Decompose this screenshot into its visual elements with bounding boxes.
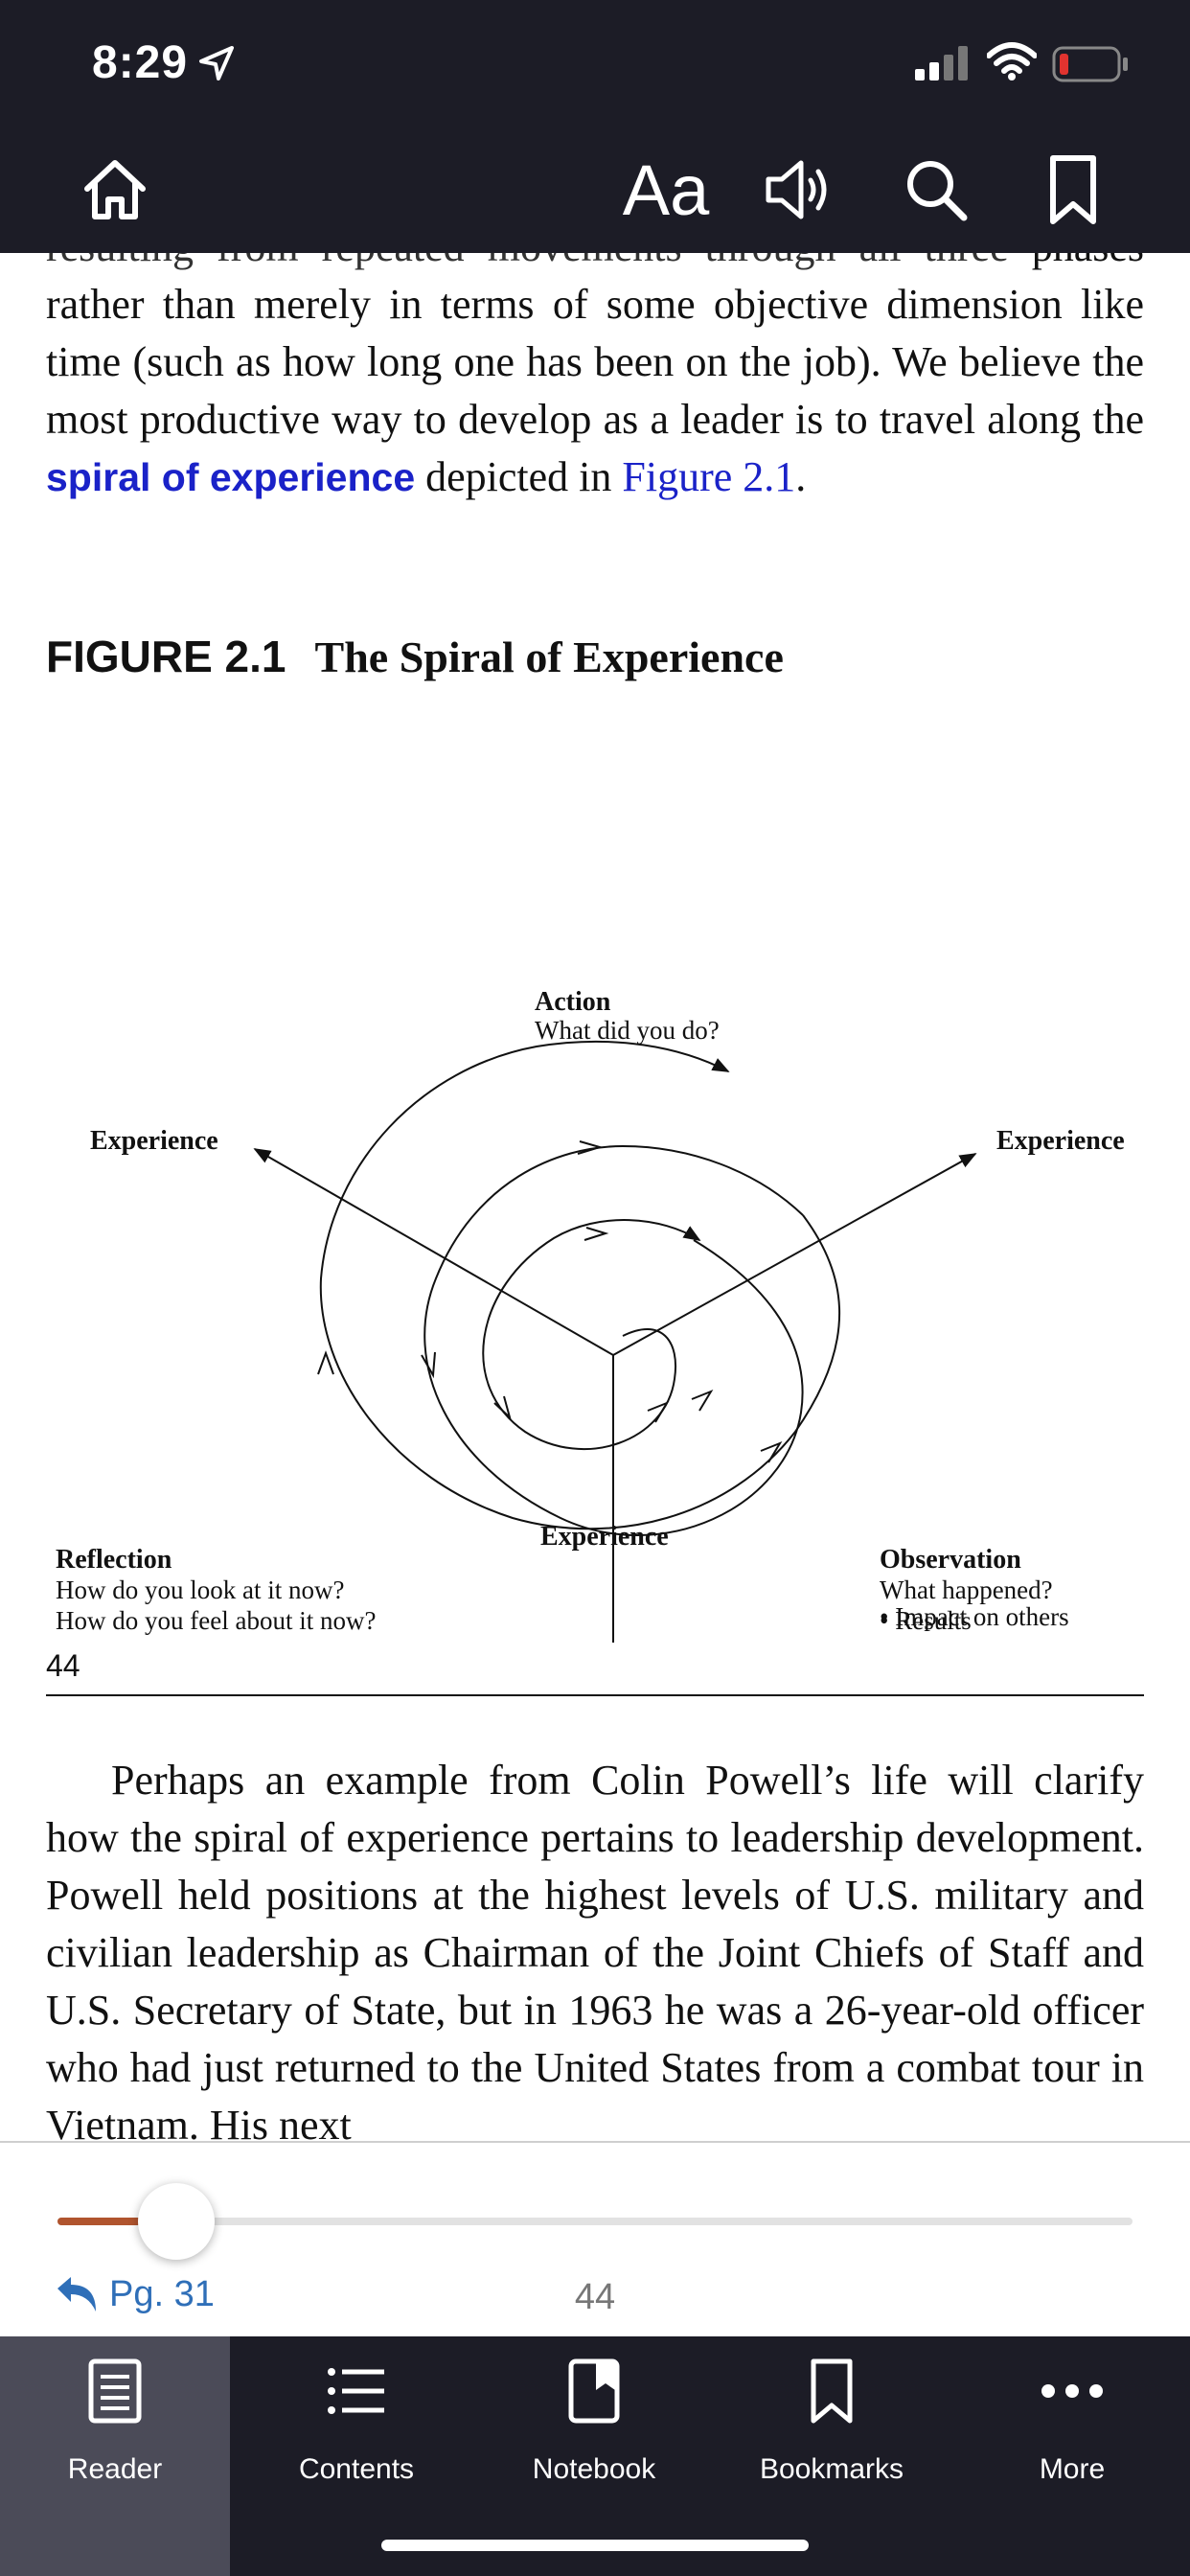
label-experience-left: Experience bbox=[90, 1126, 218, 1156]
search-button[interactable] bbox=[896, 151, 976, 228]
bookmark-icon bbox=[811, 2358, 853, 2424]
bookmark-icon bbox=[1050, 155, 1096, 224]
body-paragraph: Perhaps an example from Colin Powell’s l… bbox=[46, 1757, 1144, 2141]
ring-arrow bbox=[317, 1350, 334, 1375]
label-reflection: Reflection bbox=[56, 1545, 172, 1575]
page-divider bbox=[46, 1694, 1144, 1696]
page-navigation: Pg. 31 44 bbox=[0, 2141, 1190, 2338]
read-aloud-button[interactable] bbox=[759, 151, 839, 228]
tab-notebook[interactable]: Notebook bbox=[479, 2336, 709, 2576]
ring-arrow bbox=[577, 1140, 604, 1155]
spiral-diagram-footer: • Impact on others bbox=[880, 1604, 1069, 1631]
label-reflection-q1: How do you look at it now? bbox=[56, 1576, 344, 1604]
spiral-diagram: Action What did you do? Experience Exper… bbox=[56, 987, 1125, 1643]
spiral-outer bbox=[319, 1040, 841, 1530]
tab-more[interactable]: More bbox=[954, 2336, 1190, 2576]
axis-right bbox=[612, 1153, 977, 1356]
paragraph-text: phases rather than merely in terms of so… bbox=[46, 253, 1144, 443]
back-page-label: Pg. 31 bbox=[109, 2273, 215, 2314]
spiral-inner bbox=[482, 1219, 701, 1451]
home-indicator bbox=[381, 2540, 809, 2551]
current-page-indicator: 44 bbox=[574, 2277, 616, 2317]
key-term: spiral of experience bbox=[46, 455, 416, 499]
label-experience-bottom: Experience bbox=[540, 1522, 669, 1552]
wifi-icon bbox=[987, 42, 1037, 80]
status-time: 8:29 bbox=[92, 37, 189, 88]
ring-arrow bbox=[647, 1400, 670, 1423]
tab-reader[interactable]: Reader bbox=[0, 2336, 230, 2576]
home-button[interactable] bbox=[77, 151, 153, 228]
list-icon bbox=[328, 2368, 384, 2414]
tab-label: Bookmarks bbox=[759, 2453, 904, 2485]
tab-bookmarks[interactable]: Bookmarks bbox=[717, 2336, 947, 2576]
bottom-tab-bar: Reader Contents Notebook Bookmarks bbox=[0, 2336, 1190, 2576]
page-slider-progress bbox=[57, 2218, 176, 2225]
spiral-diagram-bottom-label: Experience bbox=[540, 1522, 669, 1552]
label-observation-b1: • Results bbox=[880, 1606, 972, 1635]
add-bookmark-button[interactable] bbox=[1035, 151, 1111, 228]
figure-link[interactable]: Figure 2.1 bbox=[622, 453, 796, 500]
label-action: Action bbox=[535, 987, 611, 1017]
reader-toolbar: Aa bbox=[0, 126, 1190, 253]
figure-number: FIGURE 2.1 bbox=[46, 632, 286, 681]
ring-arrow bbox=[691, 1389, 714, 1412]
figure-caption: FIGURE 2.1 The Spiral of Experience bbox=[46, 631, 784, 682]
search-icon bbox=[907, 161, 968, 221]
axis-left bbox=[253, 1148, 614, 1356]
tab-label: Contents bbox=[298, 2453, 415, 2485]
book-page[interactable]: resulting from repeated movements throug… bbox=[0, 253, 1190, 2141]
back-to-page-button[interactable]: Pg. 31 bbox=[54, 2273, 215, 2315]
cellular-signal-icon bbox=[915, 46, 968, 80]
home-icon bbox=[84, 160, 146, 219]
paragraph-text: . bbox=[795, 453, 807, 500]
page-slider-thumb[interactable] bbox=[137, 2183, 215, 2260]
body-paragraph: resulting from repeated movements throug… bbox=[46, 253, 1144, 506]
tab-label: More bbox=[1039, 2453, 1106, 2485]
tab-contents[interactable]: Contents bbox=[241, 2336, 471, 2576]
ring-arrow bbox=[584, 1227, 609, 1241]
battery-low-icon bbox=[1052, 46, 1128, 82]
notebook-icon bbox=[568, 2358, 620, 2424]
ring-arrow bbox=[493, 1395, 512, 1421]
font-settings-button[interactable]: Aa bbox=[622, 150, 710, 230]
label-experience-right: Experience bbox=[996, 1126, 1125, 1156]
label-observation-b2: • Impact on others bbox=[880, 1604, 1069, 1631]
undo-arrow-icon bbox=[57, 2277, 96, 2312]
location-arrow-icon bbox=[199, 46, 234, 80]
spiral-middle bbox=[423, 1144, 804, 1536]
figure-title: The Spiral of Experience bbox=[314, 632, 784, 681]
speaker-icon bbox=[766, 160, 827, 219]
paragraph-text: depicted in bbox=[415, 453, 623, 500]
reader-icon bbox=[88, 2358, 142, 2424]
printed-page-number: 44 bbox=[46, 1648, 80, 1683]
tab-label: Reader bbox=[67, 2453, 163, 2485]
clipped-line: resulting from repeated movements throug… bbox=[46, 253, 1009, 270]
label-action-question: What did you do? bbox=[535, 1016, 720, 1045]
ring-arrow bbox=[760, 1440, 783, 1463]
more-icon bbox=[1041, 2384, 1103, 2398]
label-observation-q1: What happened? bbox=[880, 1576, 1053, 1604]
tab-label: Notebook bbox=[532, 2453, 656, 2485]
label-observation: Observation bbox=[880, 1545, 1021, 1575]
status-bar: 8:29 bbox=[0, 0, 1190, 126]
ring-arrow bbox=[421, 1351, 436, 1379]
label-reflection-q2: How do you feel about it now? bbox=[56, 1606, 376, 1635]
page-slider-track[interactable] bbox=[57, 2218, 1133, 2225]
